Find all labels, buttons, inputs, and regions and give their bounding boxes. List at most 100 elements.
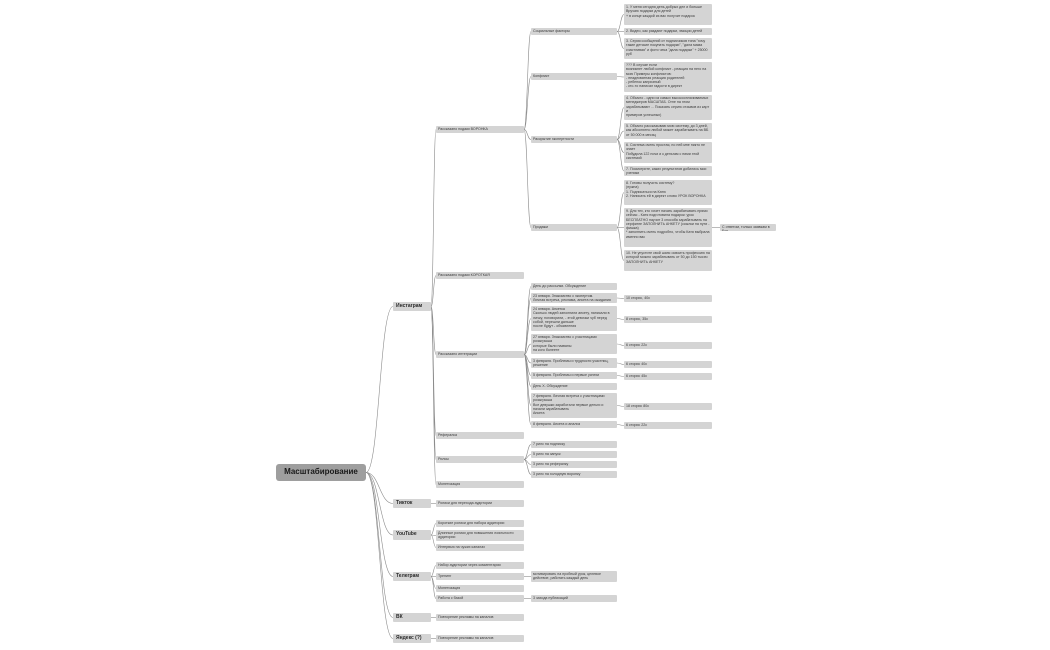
node-integration-4[interactable]: 3 февраля. Проблемы и трудности участниц… <box>531 358 617 368</box>
node-reels-1[interactable]: 7 рилс на подписку <box>531 441 617 448</box>
node-integration-6[interactable]: День X. Обсуждение <box>531 383 617 390</box>
node-funnel-warmup[interactable]: Рассказано подаки ВОРОНКА <box>436 126 524 133</box>
connector-40 <box>616 362 625 365</box>
connector-2 <box>365 472 394 536</box>
node-reels-3[interactable]: 3 рилс на рефералку <box>531 461 617 468</box>
connector-7 <box>430 275 437 307</box>
branch-tiktok[interactable]: Тикток <box>393 499 431 508</box>
connector-41 <box>616 375 625 377</box>
root-node-scaling[interactable]: Масштабирование <box>276 464 366 481</box>
node-social-2[interactable]: 2. Видео, как раздают подарки, эмоции де… <box>624 28 712 35</box>
connector-30 <box>523 318 532 355</box>
node-telegram-4-note[interactable]: 3 захода публикаций <box>531 595 617 602</box>
node-integration-3-note[interactable]: 6 сторис 22с <box>624 342 712 349</box>
connector-4 <box>365 472 394 618</box>
connector-21 <box>616 130 625 140</box>
node-integration-5[interactable]: 5 февраля. Проблемы и первые успехи <box>531 372 617 379</box>
connector-49 <box>430 523 437 536</box>
connector-36 <box>523 354 532 425</box>
node-social-1[interactable]: 1. У меня сегодня день добрых дел и боль… <box>624 4 712 25</box>
node-sales-3[interactable]: 10. Не упустите свой шанс освоить профес… <box>624 250 712 271</box>
connector-20 <box>616 107 625 140</box>
branch-vk[interactable]: ВК <box>393 613 431 622</box>
connector-55 <box>430 576 437 599</box>
node-integration-4-note[interactable]: 6 сторис 40с <box>624 361 712 368</box>
node-reels-4[interactable]: 3 рилс на холодную воронку <box>531 471 617 478</box>
branch-telegram[interactable]: Телеграм <box>393 572 431 581</box>
node-integration-5-note[interactable]: 6 сторис 45с <box>624 373 712 380</box>
node-integration[interactable]: Рассказано интеграции <box>436 351 524 358</box>
node-yandex-1[interactable]: Повторение рекламы на каналов <box>436 635 524 642</box>
node-integration-7-note[interactable]: 18 сторис 80с <box>624 403 712 410</box>
node-telegram-4[interactable]: Работа с базой <box>436 595 524 602</box>
node-sales-2-note[interactable]: С ответом, только заявкам в Бот <box>720 224 776 231</box>
node-integration-0[interactable]: День до рассылки. Обсуждение <box>531 283 617 290</box>
connector-16 <box>616 14 625 32</box>
node-expertise-4[interactable]: 7. Посмотрите, каких результатов добилис… <box>624 166 712 176</box>
connector-23 <box>616 139 625 172</box>
node-reels[interactable]: Рилсы <box>436 456 524 463</box>
node-social-factors[interactable]: Социальные факторы <box>531 28 617 35</box>
node-integration-2[interactable]: 24 января. Анкетка Сколько людей заполни… <box>531 306 617 331</box>
connector-31 <box>523 343 532 355</box>
connector-38 <box>616 318 625 320</box>
node-short-warmup[interactable]: Рассказано подаки КОРОТКАЯ <box>436 272 524 279</box>
node-telegram-3[interactable]: Монетизация <box>436 585 524 592</box>
connector-26 <box>616 227 625 261</box>
connector-39 <box>616 343 625 346</box>
node-conflict-1[interactable]: ??? В случае если возникнет любой конфли… <box>624 62 712 92</box>
node-social-3[interactable]: 3. Серия сообщений от подписчиков типа "… <box>624 38 712 59</box>
node-expertise[interactable]: Раскрытие экспертности <box>531 136 617 143</box>
connector-51 <box>430 534 437 548</box>
node-conflict[interactable]: Конфликт <box>531 73 617 80</box>
connector-19 <box>616 76 625 78</box>
node-telegram-2[interactable]: Тренинг <box>436 573 524 580</box>
connector-15 <box>523 129 532 228</box>
node-integration-3[interactable]: 27 января. Знакомство с участницами розы… <box>531 334 617 354</box>
node-expertise-1[interactable]: 4. Обычно - одни из самых высокооплачива… <box>624 95 712 120</box>
node-sales-2[interactable]: 9. Для тех, кто хочет начать зарабатыват… <box>624 208 712 247</box>
connector-43 <box>616 424 625 426</box>
node-reels-2[interactable]: 5 рилс на запуск <box>531 451 617 458</box>
connector-6 <box>430 129 437 307</box>
connector-35 <box>523 354 532 406</box>
connector-52 <box>430 565 437 577</box>
connector-13 <box>523 76 532 130</box>
branch-youtube[interactable]: YouTube <box>393 530 431 540</box>
node-sales-1[interactable]: 8. Готовы получить систему? (нужна) 1. П… <box>624 180 712 205</box>
connector-0 <box>365 306 394 473</box>
node-youtube-2[interactable]: Длинные ролики для повышения лояльности … <box>436 530 524 541</box>
node-integration-1-note[interactable]: 10 сторис, 40с <box>624 295 712 302</box>
connector-24 <box>616 192 625 228</box>
node-integration-1[interactable]: 23 января. Знакомство с экспертом. Лична… <box>531 293 617 303</box>
node-integration-2-note[interactable]: 8 сторис, 35с <box>624 316 712 323</box>
connector-3 <box>365 472 394 577</box>
node-telegram-2-note[interactable]: мотивировать на пробный урок, целевое де… <box>531 571 617 582</box>
connector-11 <box>430 306 437 485</box>
connector-12 <box>523 31 532 130</box>
node-integration-7[interactable]: 7 февраля. Личная встреча с участницами … <box>531 393 617 418</box>
node-integration-8[interactable]: 8 февраля. Анкета и анализ <box>531 421 617 428</box>
node-telegram-1[interactable]: Набор аудитории через комментарии <box>436 562 524 569</box>
node-monetization[interactable]: Монетизация <box>436 481 524 488</box>
node-expertise-2[interactable]: 5. Обычно рассказываю мою систему, до 3 … <box>624 123 712 139</box>
connector-42 <box>616 405 625 407</box>
connector-5 <box>365 472 394 639</box>
connector-14 <box>523 129 532 140</box>
connector-18 <box>616 31 625 49</box>
branch-instagram[interactable]: Инстаграм <box>393 302 431 311</box>
node-vk-1[interactable]: Повторение рекламы на каналов <box>436 614 524 621</box>
node-referral[interactable]: Рефералка <box>436 432 524 439</box>
node-integration-8-note[interactable]: 6 сторис 22с <box>624 422 712 429</box>
node-sales[interactable]: Продажи <box>531 224 617 231</box>
connector-37 <box>616 297 625 299</box>
node-tiktok-1[interactable]: Ролики для перехода аудитории <box>436 500 524 507</box>
connector-47 <box>523 459 532 475</box>
connector-8 <box>430 306 437 355</box>
connector-29 <box>523 297 532 355</box>
node-expertise-3[interactable]: 6. Система очень простая, по ней мне ник… <box>624 142 712 163</box>
node-youtube-1[interactable]: Короткие ролики для набора аудитории <box>436 520 524 527</box>
node-youtube-3[interactable]: Интервью на чужих каналах <box>436 544 524 551</box>
branch-yandex[interactable]: Яндекс (?) <box>393 634 431 643</box>
